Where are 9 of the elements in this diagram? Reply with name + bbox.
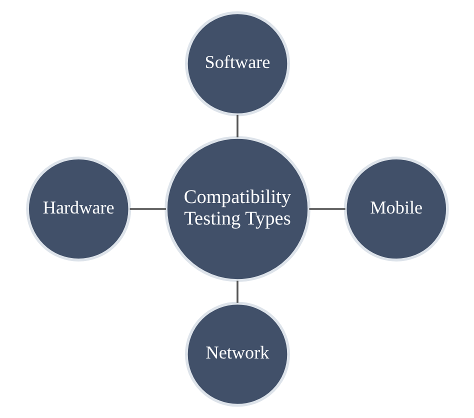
node-circle: Mobile [343,156,448,262]
node-circle: Compatibility Testing Types [164,136,310,282]
connector [129,208,166,210]
node-circle: Network [184,302,290,407]
connector [236,280,238,303]
node-circle: Hardware [26,156,131,262]
node-circle: Software [184,11,290,116]
connector [236,114,238,138]
connector [308,208,345,210]
